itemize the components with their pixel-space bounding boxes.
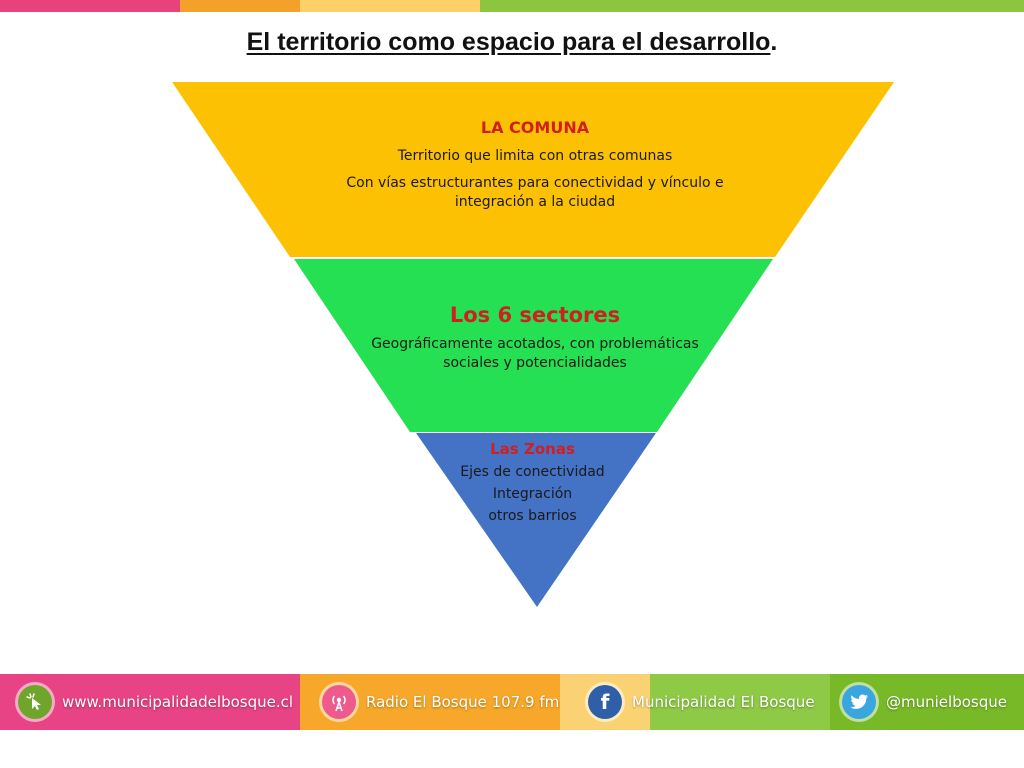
level-comuna-text: LA COMUNA Territorio que limita con otra…	[320, 118, 750, 220]
radio-broadcast-glyph	[332, 695, 346, 712]
level-zonas-line: otros barrios	[488, 508, 577, 524]
level-zonas-text: Las Zonas Ejes de conectividad Integraci…	[430, 440, 635, 527]
top-color-stripe	[0, 0, 1024, 12]
cursor-click-icon	[18, 685, 52, 719]
pyramid-level-comuna	[172, 82, 894, 257]
slide-title-text: El territorio como espacio para el desar…	[246, 28, 771, 56]
footer-twitter-link[interactable]: @munielbosque	[842, 682, 1007, 722]
twitter-bird-icon	[842, 685, 876, 719]
level-zonas-line: Ejes de conectividad	[460, 464, 605, 480]
stripe-segment	[0, 0, 180, 12]
footer-facebook-label: Municipalidad El Bosque	[632, 693, 815, 711]
radio-broadcast-icon	[322, 685, 356, 719]
slide-title: El territorio como espacio para el desar…	[0, 28, 1024, 57]
footer-radio-link[interactable]: Radio El Bosque 107.9 fm	[322, 682, 559, 722]
cursor-click-glyph	[26, 693, 41, 710]
pyramid-level-zonas	[416, 433, 656, 607]
footer-website-link[interactable]: www.municipalidadelbosque.cl	[18, 682, 293, 722]
footer-segment	[650, 674, 830, 730]
twitter-bird-glyph	[850, 694, 868, 709]
footer-website-label: www.municipalidadelbosque.cl	[62, 693, 294, 711]
level-comuna-line: Territorio que limita con otras comunas	[397, 148, 673, 164]
footer-radio-label: Radio El Bosque 107.9 fm	[366, 693, 560, 711]
level-zonas-line: Integración	[492, 486, 573, 502]
stripe-segment	[300, 0, 480, 12]
stripe-segment	[480, 0, 1024, 12]
footer-twitter-label: @munielbosque	[886, 693, 1007, 711]
stripe-segment	[180, 0, 300, 12]
level-sectores-line: Geográficamente acotados, con problemáti…	[371, 336, 699, 371]
level-zonas-title: Las Zonas	[490, 440, 575, 458]
level-comuna-line: Con vías estructurantes para conectivida…	[346, 175, 724, 210]
footer-facebook-link[interactable]: f Municipalidad El Bosque	[588, 682, 815, 722]
slide-title-suffix: .	[770, 28, 778, 56]
footer-links: www.municipalidadelbosque.cl Radio El Bo…	[0, 674, 1024, 730]
level-sectores-text: Los 6 sectores Geográficamente acotados,…	[360, 303, 710, 373]
facebook-icon: f	[588, 685, 622, 719]
pyramid-level-sectores	[294, 259, 773, 432]
level-comuna-title: LA COMUNA	[480, 118, 590, 137]
level-sectores-title: Los 6 sectores	[449, 303, 621, 327]
